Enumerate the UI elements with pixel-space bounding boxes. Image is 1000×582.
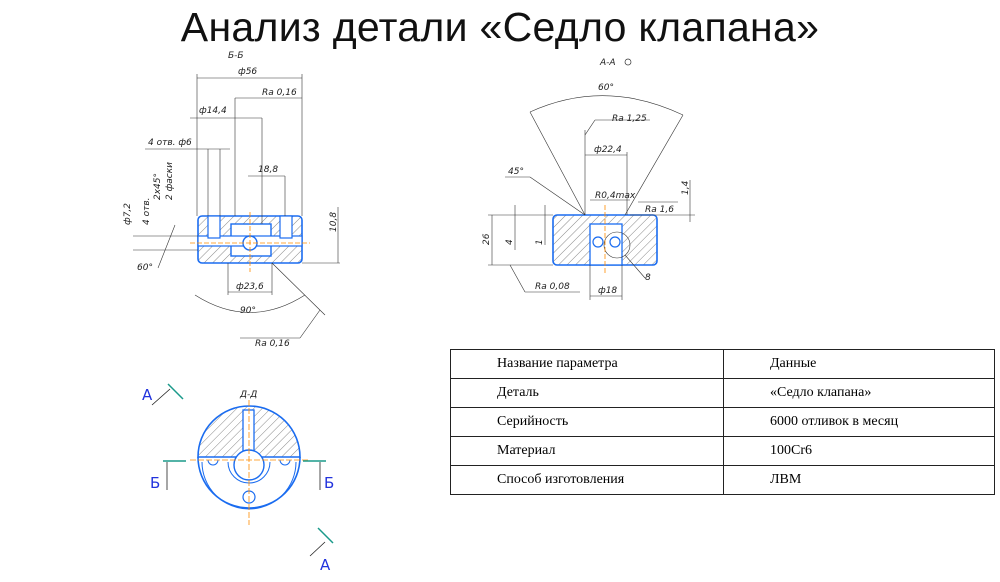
svg-text:90°: 90° [240, 306, 256, 316]
svg-text:60°: 60° [598, 83, 614, 93]
svg-text:А: А [142, 386, 153, 404]
svg-text:8: 8 [645, 273, 651, 283]
slide-title: Анализ детали «Седло клапана» [180, 4, 820, 50]
svg-text:1: 1 [535, 239, 545, 245]
section-label: Д-Д [239, 390, 257, 400]
svg-text:4: 4 [505, 239, 515, 245]
svg-text:2х45°: 2х45° [153, 173, 163, 200]
svg-text:ф18: ф18 [598, 286, 617, 296]
svg-text:18,8: 18,8 [258, 165, 278, 175]
table-row: Материал 100Cr6 [450, 436, 995, 466]
svg-text:Ra 0,16: Ra 0,16 [262, 88, 297, 98]
svg-text:ф7,2: ф7,2 [123, 203, 133, 225]
svg-text:Ra 0,08: Ra 0,08 [535, 282, 570, 292]
svg-text:ф14,4: ф14,4 [199, 106, 227, 116]
svg-text:4 отв. ф6: 4 отв. ф6 [148, 138, 192, 148]
svg-text:2 фаски: 2 фаски [165, 162, 175, 200]
svg-text:45°: 45° [508, 167, 524, 177]
svg-text:Б: Б [150, 474, 160, 492]
svg-text:ф22,4: ф22,4 [594, 145, 622, 155]
svg-text:10,8: 10,8 [329, 212, 339, 232]
svg-text:1,4: 1,4 [681, 180, 691, 195]
svg-text:R0,4max: R0,4max [595, 191, 636, 201]
table-row: Деталь «Седло клапана» [450, 378, 995, 408]
section-aa-drawing: А-А 60° Ra 1,25 ф22,4 45° R0,4max Ra 1,6… [482, 58, 695, 300]
svg-text:Б: Б [324, 474, 334, 492]
header-cell: Данные [723, 349, 995, 379]
svg-text:Ra 1,25: Ra 1,25 [612, 114, 647, 124]
section-dd-drawing: Д-Д А Б Б А [142, 383, 334, 574]
parameters-table: Название параметра Данные Деталь «Седло … [450, 349, 995, 495]
section-bb-drawing: Б-Б ф56 Ra 0,16 ф14,4 4 отв. ф6 18,8 2 ф… [123, 51, 340, 349]
section-label: Б-Б [228, 51, 244, 61]
svg-text:ф23,6: ф23,6 [236, 282, 264, 292]
table-row: Серийность 6000 отливок в месяц [450, 407, 995, 437]
header-cell: Название параметра [450, 349, 724, 379]
svg-text:4 отв.: 4 отв. [142, 197, 152, 225]
svg-text:А: А [320, 556, 331, 574]
svg-text:ф56: ф56 [238, 67, 257, 77]
svg-text:Ra 0,16: Ra 0,16 [255, 339, 290, 349]
table-row: Способ изготовления ЛВМ [450, 465, 995, 495]
section-label: А-А [599, 58, 616, 68]
svg-text:60°: 60° [137, 263, 153, 273]
svg-text:Ra 1,6: Ra 1,6 [645, 205, 674, 215]
svg-text:26: 26 [482, 233, 492, 245]
table-header-row: Название параметра Данные [450, 349, 995, 379]
